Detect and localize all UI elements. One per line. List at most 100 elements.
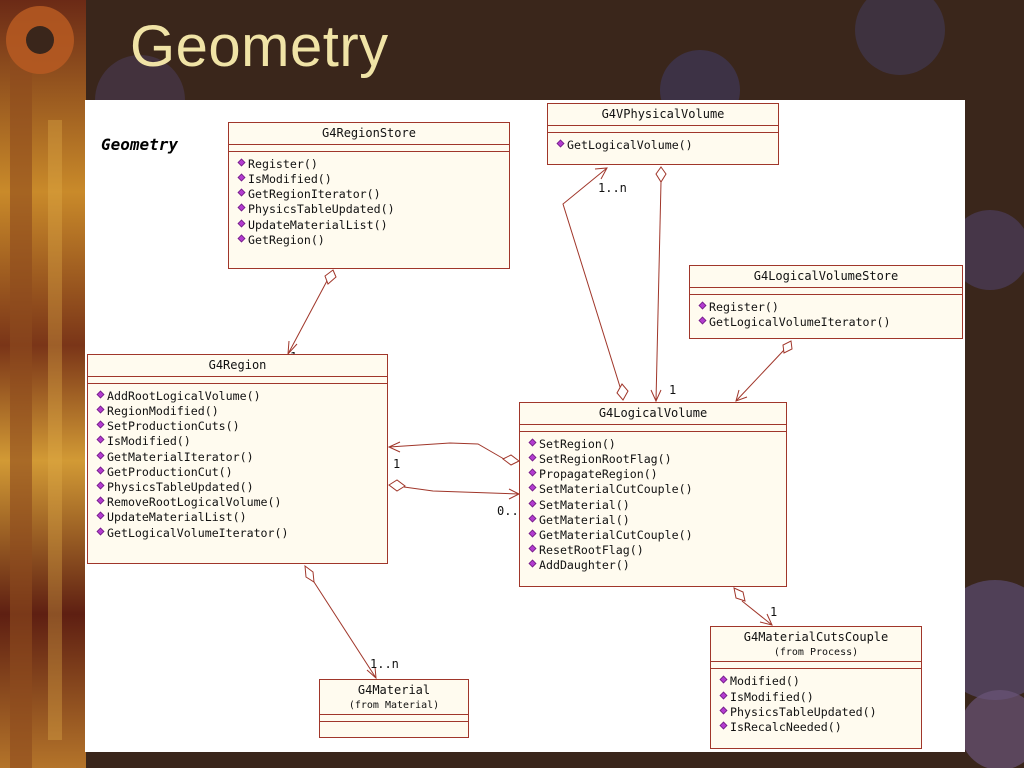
public-method-icon (528, 514, 537, 523)
public-method-icon (556, 139, 565, 148)
operation-item: IsModified() (237, 172, 509, 187)
public-method-icon (528, 483, 537, 492)
operation-item: GetMaterialCutCouple() (528, 528, 786, 543)
operation-list: GetLogicalVolume() (548, 133, 778, 157)
class-name: G4Material (from Material) (320, 680, 468, 716)
mult-pv-lv: 1..n (598, 181, 627, 195)
public-method-icon (237, 173, 246, 182)
class-title: G4MaterialCutsCouple (743, 630, 889, 644)
operation-item: IsModified() (719, 690, 921, 705)
public-method-icon (719, 691, 728, 699)
operation-item: PhysicsTableUpdated() (96, 480, 387, 495)
class-name: G4LogicalVolumeStore (690, 266, 962, 288)
operation-label: PhysicsTableUpdated() (730, 704, 877, 719)
operation-label: PropagateRegion() (539, 467, 658, 482)
operation-label: AddRootLogicalVolume() (107, 388, 261, 403)
operation-item: Register() (237, 156, 509, 172)
operation-label: UpdateMaterialList() (248, 217, 388, 232)
operation-list: Register()GetLogicalVolumeIterator() (690, 295, 962, 334)
operation-item: PhysicsTableUpdated() (719, 704, 921, 720)
operation-label: SetProductionCuts() (107, 419, 240, 434)
operation-label: PhysicsTableUpdated() (248, 202, 395, 217)
operation-label: RegionModified() (107, 404, 219, 418)
link-pv-lv (655, 181, 662, 402)
operation-list (320, 722, 468, 731)
public-method-icon (528, 544, 537, 553)
operation-item: PropagateRegion() (528, 467, 786, 482)
operation-list: AddRootLogicalVolume()RegionModified()Se… (88, 384, 387, 545)
public-method-icon (528, 453, 537, 462)
public-method-icon (719, 721, 728, 730)
public-method-icon (719, 675, 728, 684)
operation-item: GetLogicalVolumeIterator() (698, 315, 962, 330)
mult-region-side: 1 (393, 457, 401, 471)
public-method-icon (528, 499, 537, 508)
public-method-icon (237, 203, 246, 212)
operation-list: Register()IsModified()GetRegionIterator(… (229, 152, 509, 252)
class-name: G4Region (88, 355, 387, 377)
operation-item: AddDaughter() (528, 558, 786, 573)
operation-item: GetRegion() (237, 232, 509, 248)
operation-item: SetProductionCuts() (96, 419, 387, 434)
class-package: (from Material) (348, 699, 440, 711)
operation-label: PhysicsTableUpdated() (107, 480, 254, 495)
public-method-icon (96, 405, 105, 414)
operation-item: GetProductionCut() (96, 464, 387, 480)
operation-item: IsRecalcNeeded() (719, 720, 921, 735)
public-method-icon (96, 481, 105, 490)
operation-label: GetLogicalVolumeIterator() (709, 315, 891, 329)
operation-item: Register() (698, 299, 962, 315)
class-g4regionstore: G4RegionStore Register()IsModified()GetR… (228, 122, 510, 269)
operation-label: Register() (709, 299, 779, 314)
public-method-icon (96, 496, 105, 505)
mult-couple-side: 1 (770, 605, 778, 619)
diagram-heading: Geometry (101, 135, 179, 154)
attribute-compartment (88, 377, 387, 384)
link-region-material (313, 581, 377, 679)
attribute-compartment (548, 126, 778, 133)
class-g4vphysicalvolume: G4VPhysicalVolume GetLogicalVolume() (547, 103, 779, 165)
operation-item: IsModified() (96, 434, 387, 449)
public-method-icon (96, 390, 105, 399)
attribute-compartment (690, 288, 962, 295)
operation-label: IsModified() (248, 172, 332, 186)
operation-label: SetMaterial() (539, 497, 630, 512)
operation-item: SetRegionRootFlag() (528, 452, 786, 467)
operation-label: ResetRootFlag() (539, 543, 644, 558)
public-method-icon (698, 316, 707, 325)
operation-item: SetRegion() (528, 437, 786, 452)
operation-list: Modified()IsModified()PhysicsTableUpdate… (711, 669, 921, 739)
operation-label: GetRegion() (248, 232, 325, 247)
public-method-icon (96, 451, 105, 460)
link-lv-pv (562, 167, 622, 391)
operation-label: SetRegionRootFlag() (539, 452, 672, 466)
public-method-icon (698, 301, 707, 310)
operation-label: GetLogicalVolumeIterator() (107, 525, 289, 540)
operation-label: Register() (248, 156, 318, 171)
class-title: G4Material (357, 683, 431, 697)
public-method-icon (96, 527, 105, 536)
public-method-icon (528, 529, 537, 538)
attribute-compartment (711, 662, 921, 670)
operation-label: GetProductionCut() (107, 464, 233, 479)
attribute-compartment (229, 145, 509, 152)
class-g4materialcutscouple: G4MaterialCutsCouple (from Process) Modi… (710, 626, 922, 749)
operation-item: RegionModified() (96, 404, 387, 419)
class-g4material: G4Material (from Material) (319, 679, 469, 738)
operation-label: GetMaterialIterator() (107, 449, 254, 464)
public-method-icon (96, 435, 105, 444)
class-name: G4VPhysicalVolume (548, 104, 778, 126)
operation-label: Modified() (730, 674, 800, 689)
operation-item: GetLogicalVolume() (556, 138, 778, 153)
operation-item: SetMaterialCutCouple() (528, 482, 786, 497)
class-g4logicalvolumestore: G4LogicalVolumeStore Register()GetLogica… (689, 265, 963, 339)
operation-label: GetMaterial() (539, 512, 630, 527)
class-package: (from Process) (773, 646, 859, 658)
operation-item: GetRegionIterator() (237, 187, 509, 202)
class-name: G4RegionStore (229, 123, 509, 145)
mult-lv-pv: 1 (669, 383, 677, 397)
public-method-icon (528, 438, 537, 447)
operation-item: SetMaterial() (528, 497, 786, 513)
operation-item: GetLogicalVolumeIterator() (96, 525, 387, 541)
slide-title: Geometry (130, 14, 389, 79)
